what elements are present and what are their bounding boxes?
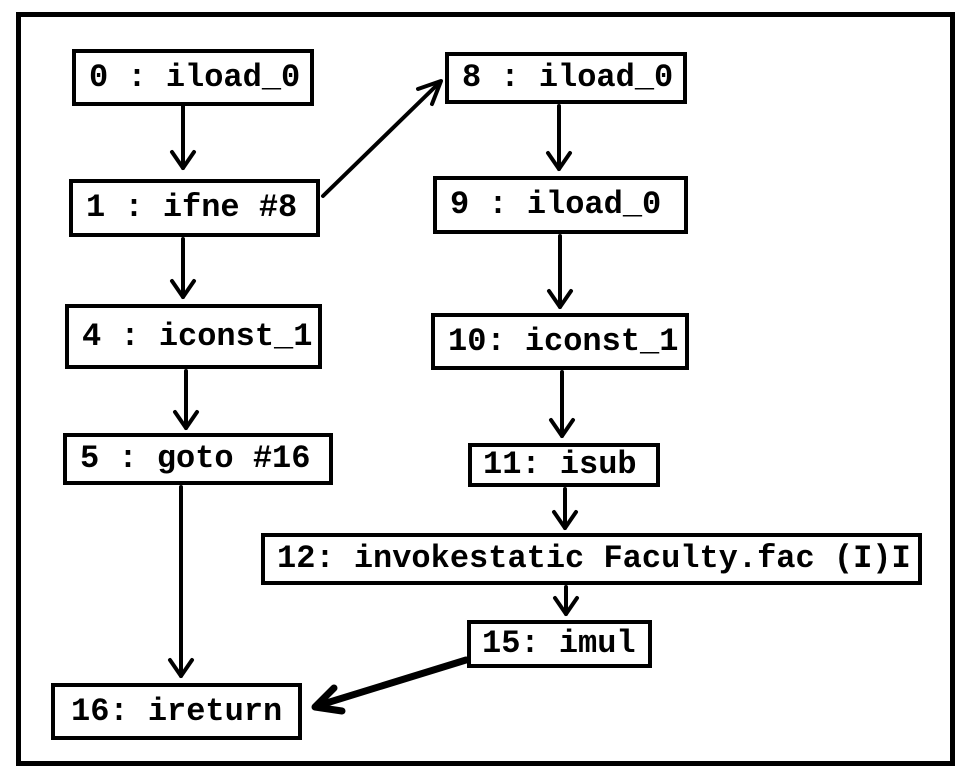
edge-4-5-arrow xyxy=(173,369,199,430)
node-1-ifne: 1 : ifne #8 xyxy=(69,179,320,237)
node-8-iload_0: 8 : iload_0 xyxy=(445,52,687,104)
node-15-imul: 15: imul xyxy=(467,620,652,668)
node-0-iload_0: 0 : iload_0 xyxy=(72,49,314,106)
edge-12-15-arrow xyxy=(553,585,579,616)
node-12-invokestatic: 12: invokestatic Faculty.fac (I)I xyxy=(261,533,922,585)
edge-10-11-arrow xyxy=(549,370,575,438)
edge-11-12-arrow xyxy=(552,487,578,530)
edge-9-10-arrow xyxy=(547,234,573,309)
node-9-iload_0: 9 : iload_0 xyxy=(433,176,688,234)
edge-5-16-arrow xyxy=(168,485,194,678)
node-16-ireturn: 16: ireturn xyxy=(51,683,302,740)
edge-1-8-arrow xyxy=(321,79,443,198)
edge-0-1-arrow xyxy=(170,104,196,170)
node-5-goto: 5 : goto #16 xyxy=(63,433,333,485)
edge-15-16-arrow xyxy=(311,656,470,715)
node-11-isub: 11: isub xyxy=(468,443,660,487)
node-10-iconst_1: 10: iconst_1 xyxy=(431,313,689,370)
edge-8-9-arrow xyxy=(546,104,572,171)
diagram-border xyxy=(16,12,955,766)
edge-1-4-arrow xyxy=(170,237,196,299)
node-4-iconst_1: 4 : iconst_1 xyxy=(65,304,322,369)
